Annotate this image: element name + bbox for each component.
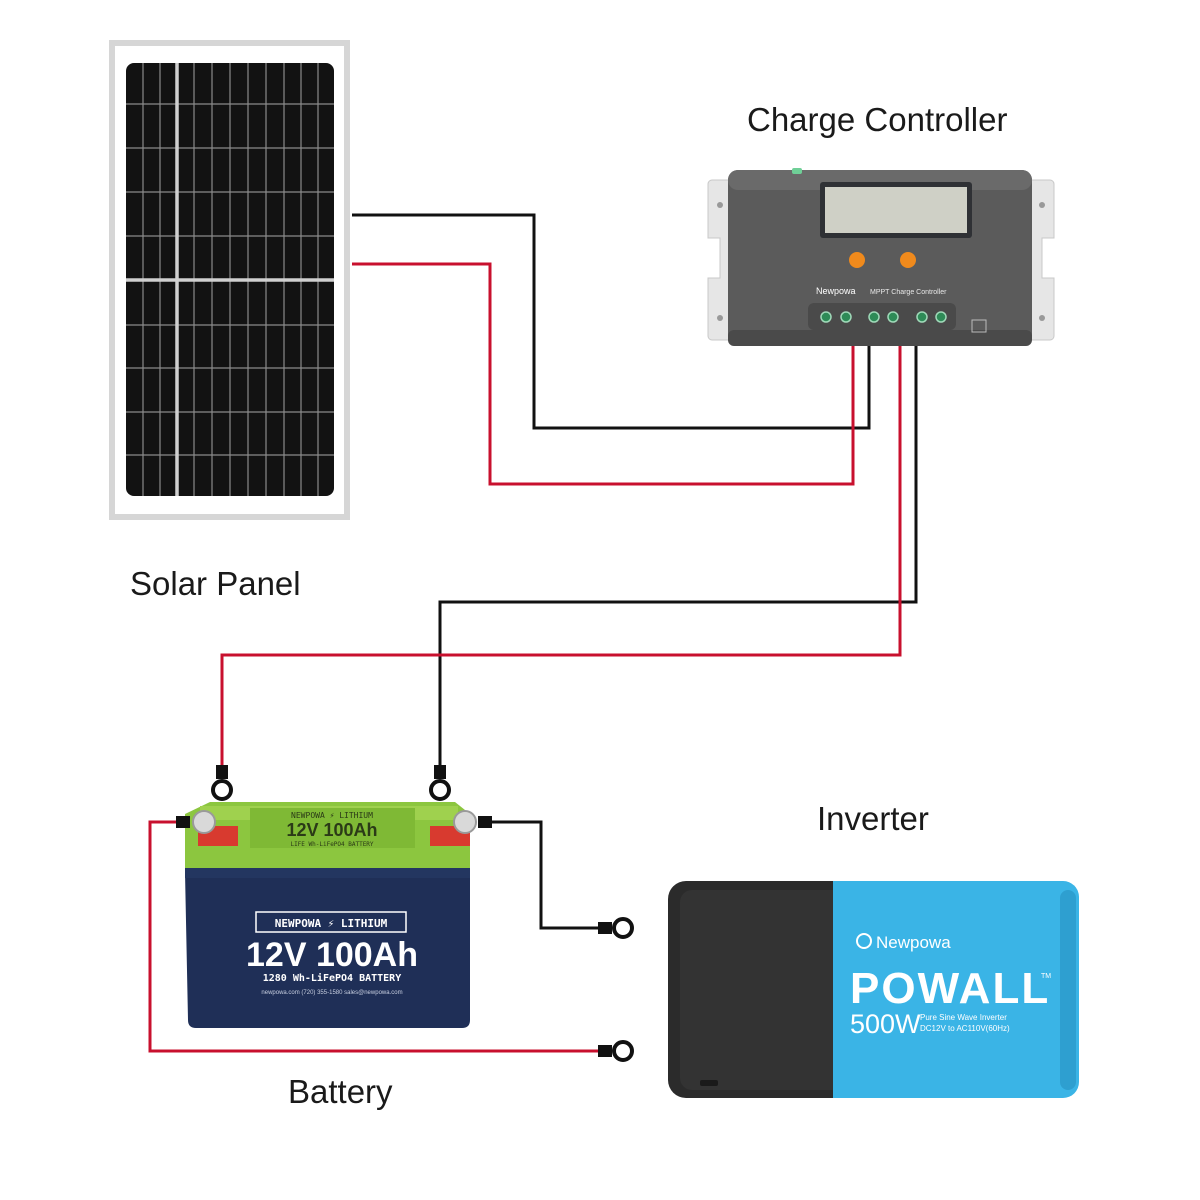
wire-panel-negative xyxy=(352,213,871,430)
controller-model: MPPT Charge Controller xyxy=(870,289,947,296)
wires xyxy=(148,213,918,1053)
wire-battery-positive xyxy=(220,345,902,768)
battery-body xyxy=(185,872,470,1028)
battery-terminal-negative xyxy=(453,810,477,834)
battery-title: 12V 100Ah xyxy=(246,936,418,974)
solar-panel-label: Solar Panel xyxy=(130,565,301,602)
charge-controller-label: Charge Controller xyxy=(747,101,1007,138)
inverter-spec-line-2: DC12V to AC110V(60Hz) xyxy=(920,1024,1010,1033)
battery-brand: NEWPOWA ⚡ LITHIUM xyxy=(275,917,388,930)
inverter-brand-icon xyxy=(856,933,872,949)
inverter-name: POWALL xyxy=(850,964,1050,1013)
battery-lid-sub: LIFE Wh-LiFePO4 BATTERY xyxy=(290,841,373,848)
inverter-brand: Newpowa xyxy=(876,933,951,952)
wire-battery-negative xyxy=(438,345,918,768)
battery-subtitle: 1280 Wh-LiFePO4 BATTERY xyxy=(263,972,401,984)
battery-label: Battery xyxy=(288,1073,393,1110)
battery: NEWPOWA ⚡ LITHIUM 12V 100Ah LIFE Wh-LiFe… xyxy=(176,765,492,1110)
battery-lid-brand: NEWPOWA ⚡ LITHIUM xyxy=(291,811,373,820)
controller-terminals xyxy=(820,311,947,323)
wire-inverter-positive xyxy=(148,820,600,1053)
controller-brand: Newpowa xyxy=(816,286,856,296)
battery-fine-print: newpowa.com (720) 355-1580 sales@newpowa… xyxy=(261,990,402,996)
inverter: Inverter Newpowa POWALL TM 500W Pure Sin… xyxy=(668,800,1079,1098)
battery-lid-title: 12V 100Ah xyxy=(286,820,377,840)
battery-top-lugs xyxy=(211,765,451,801)
inverter-watts: 500W xyxy=(850,1009,921,1039)
controller-knob-left xyxy=(849,252,865,268)
charge-controller: Charge Controller Newpowa MPPT Charge Co… xyxy=(707,101,1055,346)
inverter-trademark: TM xyxy=(1041,973,1051,980)
controller-terminal-strip xyxy=(808,303,956,330)
battery-lid-label xyxy=(250,808,415,848)
controller-knob-right xyxy=(900,252,916,268)
solar-panel: Solar Panel xyxy=(109,40,350,602)
inverter-spec-line-1: Pure Sine Wave Inverter xyxy=(920,1013,1007,1022)
inverter-cable-lugs xyxy=(598,917,634,1062)
battery-terminal-positive xyxy=(192,810,216,834)
wire-inverter-negative xyxy=(482,820,600,930)
controller-flange-right xyxy=(1025,179,1055,341)
inverter-body-blue xyxy=(833,881,1079,1098)
wire-panel-positive xyxy=(352,262,855,486)
battery-brand-badge xyxy=(255,911,407,933)
inverter-label: Inverter xyxy=(817,800,929,837)
